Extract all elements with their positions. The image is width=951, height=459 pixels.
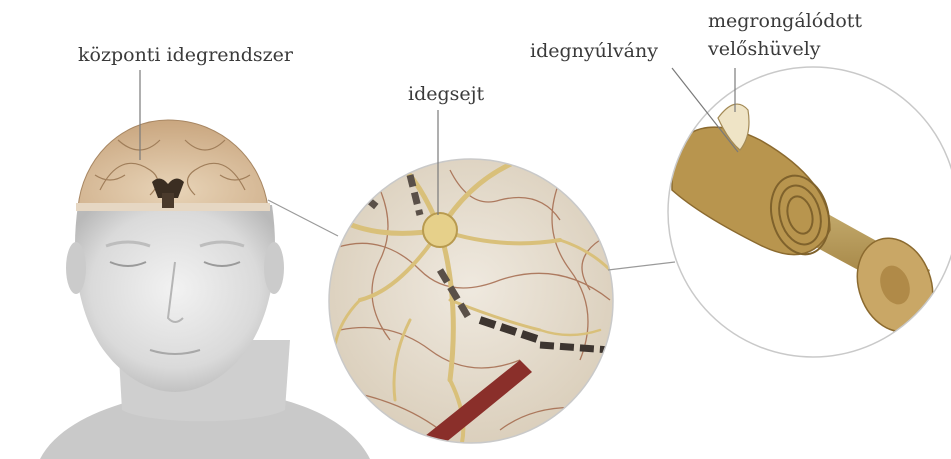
label-neuron: idegsejt — [408, 83, 485, 105]
neuron-cell-body — [423, 213, 457, 247]
label-damaged-myelin-line1: megrongálódott — [708, 10, 862, 32]
label-central-nervous-system: központi idegrendszer — [78, 44, 294, 66]
neuron-magnified-view — [329, 155, 613, 455]
left-ear — [66, 242, 86, 294]
myelin-sheath-magnified-view — [668, 67, 951, 357]
label-axon: idegnyúlvány — [530, 40, 658, 62]
label-damaged-myelin-line2: velőshüvely — [707, 38, 821, 60]
connector-head-to-neuron — [268, 200, 338, 236]
connector-neuron-to-axon — [608, 262, 675, 270]
brain-stem — [162, 193, 174, 208]
right-ear — [264, 242, 284, 294]
human-head — [40, 120, 370, 459]
